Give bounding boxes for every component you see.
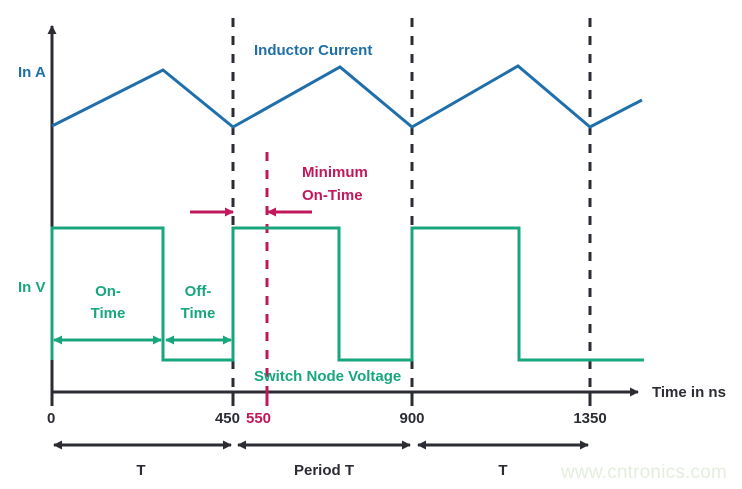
off-time-annotation: Off- Time: [165, 283, 232, 345]
switch-node-voltage-waveform: [50, 226, 644, 362]
tick-label-900: 900: [399, 410, 424, 427]
switch-node-voltage-trace: [50, 226, 644, 362]
period-label-middle: Period T: [294, 462, 354, 479]
tick-label-1350: 1350: [573, 410, 606, 427]
minimum-on-time-label-line1: Minimum: [302, 164, 368, 181]
vertical-marker-group: [231, 18, 592, 405]
off-time-label-line1: Off-: [185, 283, 212, 300]
switch-node-voltage-label: Switch Node Voltage: [254, 368, 401, 385]
tick-label-550: 550: [246, 410, 271, 427]
watermark-text: www.cntronics.com: [560, 462, 727, 483]
minimum-on-time-label-line2: On-Time: [302, 187, 363, 204]
inductor-current-label: Inductor Current: [254, 42, 372, 59]
on-time-label-line2: Time: [91, 305, 126, 322]
tick-label-0: 0: [47, 410, 55, 427]
inductor-current-trace: [51, 64, 643, 129]
x-tick-marks: [50, 392, 592, 406]
y-axis-label-current: In A: [18, 64, 46, 81]
x-tick-labels: 0 450 550 900 1350: [47, 410, 607, 427]
tick-label-450: 450: [215, 410, 240, 427]
period-label-right: T: [498, 462, 507, 479]
minimum-on-time-annotation: Minimum On-Time: [190, 164, 368, 217]
on-time-annotation: On- Time: [53, 283, 162, 345]
off-time-label-line2: Time: [181, 305, 216, 322]
on-time-label-line1: On-: [95, 283, 121, 300]
y-axis-label-voltage: In V: [18, 279, 46, 296]
period-label-left: T: [136, 462, 145, 479]
inductor-current-waveform: [51, 64, 643, 129]
x-axis-label: Time in ns: [652, 384, 726, 401]
period-arrows: T Period T T: [53, 440, 589, 479]
